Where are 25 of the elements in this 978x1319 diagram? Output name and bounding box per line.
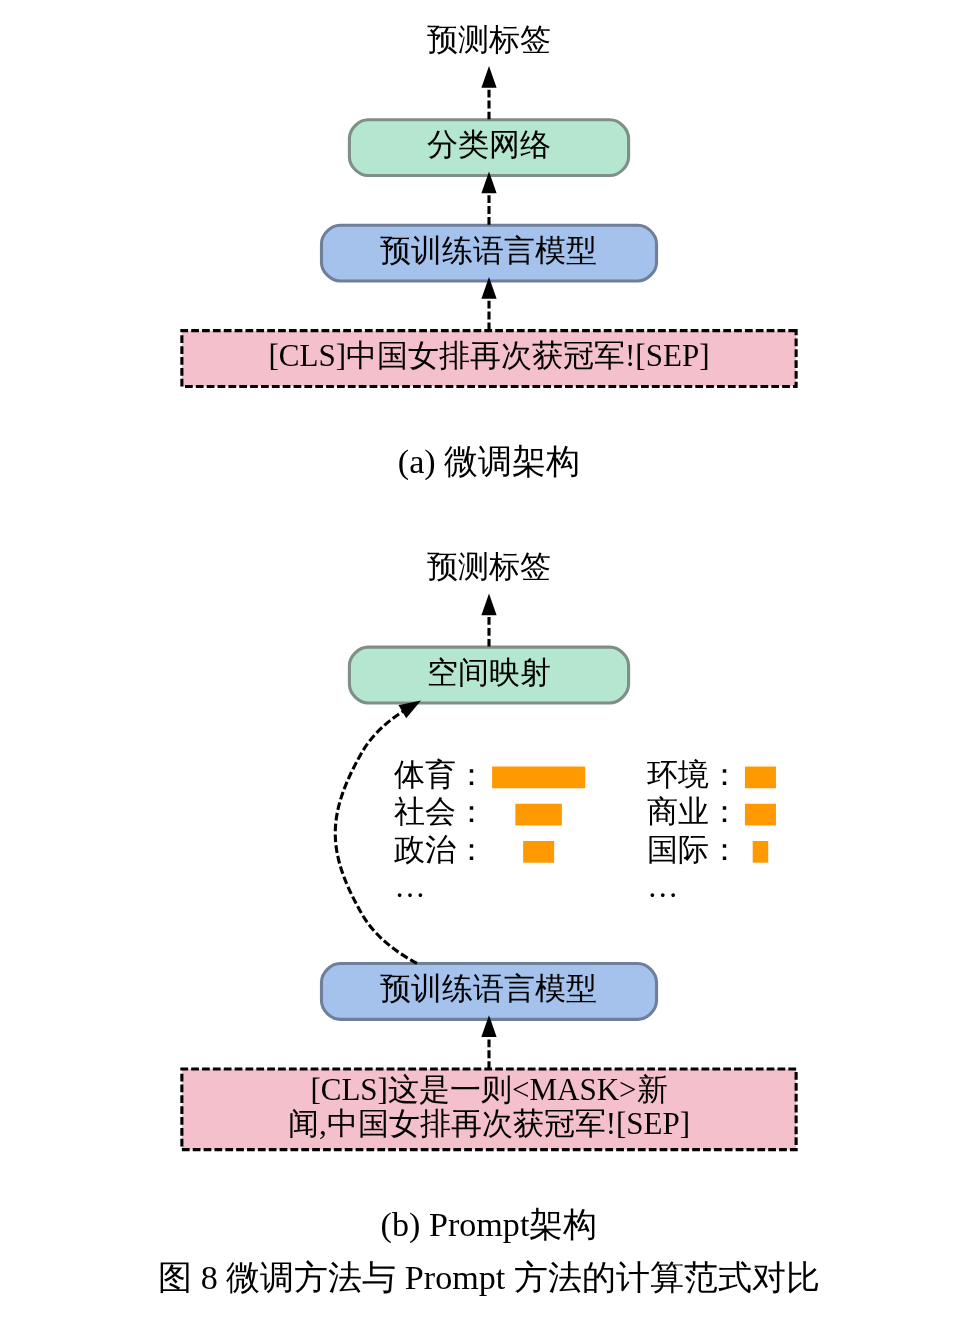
label: (a) 微调架构 — [397, 442, 581, 480]
node-box: 空间映射 — [347, 645, 631, 705]
label: (b) Prompt架构 — [380, 1205, 598, 1243]
arrow — [481, 171, 497, 225]
label: 商业： — [647, 794, 741, 830]
node-box: 预训练语言模型 — [319, 961, 659, 1021]
arrow — [481, 277, 497, 331]
arrow — [481, 593, 497, 647]
arrow — [333, 700, 422, 965]
label: … — [647, 868, 679, 904]
arrow — [481, 66, 497, 120]
node-box: 分类网络 — [347, 118, 631, 178]
label: 体育： — [394, 757, 488, 793]
caption: 图 8 微调方法与 Prompt 方法的计算范式对比 — [158, 1258, 820, 1296]
label: 环境： — [647, 757, 741, 793]
label: 政治： — [394, 831, 488, 867]
label: 社会： — [394, 794, 488, 830]
arrow — [481, 1015, 497, 1069]
node-text: 预测标签 — [427, 549, 551, 585]
label: … — [394, 868, 426, 904]
node-box: [CLS]中国女排再次获冠军![SEP] — [180, 329, 798, 389]
label: 国际： — [647, 831, 741, 867]
node-text: 预测标签 — [427, 21, 551, 57]
node-box: [CLS]这是一则<MASK>新闻,中国女排再次获冠军![SEP] — [180, 1067, 798, 1152]
node-box: 预训练语言模型 — [319, 223, 659, 283]
